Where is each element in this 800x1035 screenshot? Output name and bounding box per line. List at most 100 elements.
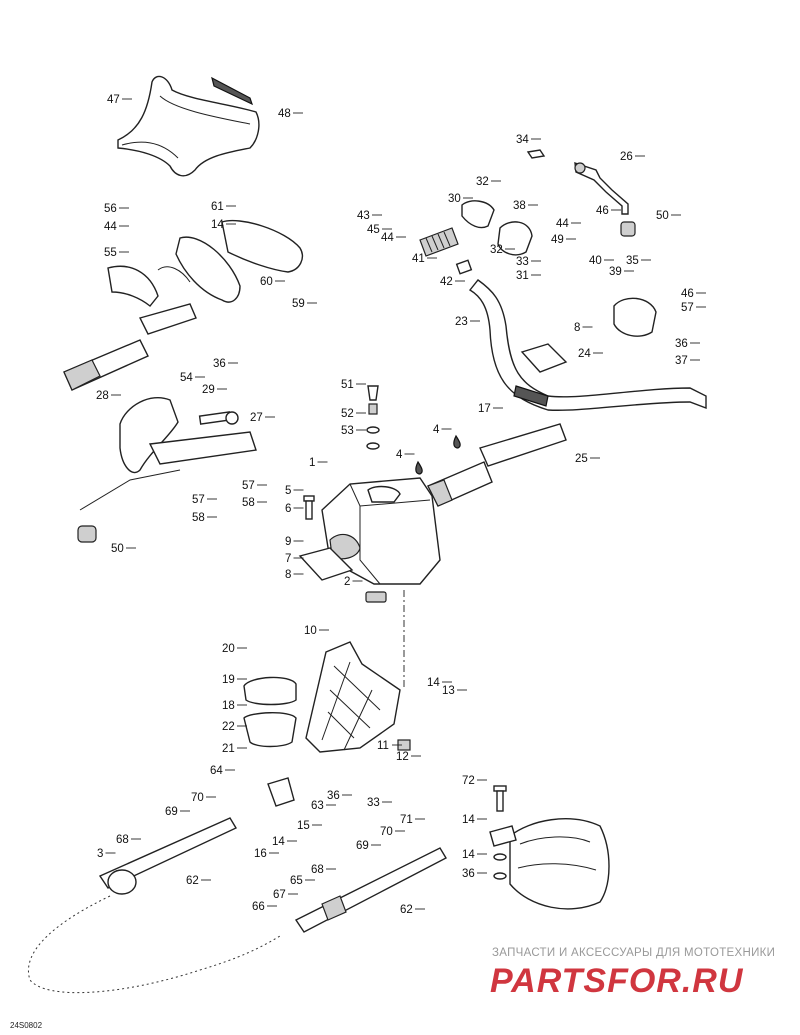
callout-42: 42 <box>440 276 453 288</box>
callout-36: 36 <box>327 790 340 802</box>
callout-8: 8 <box>574 322 580 334</box>
watermark-logo: PARTSFOR.RU <box>490 962 744 1000</box>
steering-cable-2 <box>294 847 447 933</box>
callout-53: 53 <box>341 425 354 437</box>
callout-32: 32 <box>476 176 489 188</box>
callout-54: 54 <box>180 372 193 384</box>
callout-19: 19 <box>222 674 235 686</box>
clip <box>526 149 546 159</box>
watermark-tagline: ЗАПЧАСТИ И АКСЕССУАРЫ ДЛЯ МОТОТЕХНИКИ <box>492 947 775 959</box>
callout-30: 30 <box>448 193 461 205</box>
callout-57: 57 <box>192 494 205 506</box>
callout-62: 62 <box>400 904 413 916</box>
steering-column-housing <box>321 477 441 585</box>
callout-4: 4 <box>433 424 440 436</box>
callout-15: 15 <box>297 820 310 832</box>
jet-pump-nozzle <box>489 818 610 910</box>
callout-20: 20 <box>222 643 235 655</box>
callout-70: 70 <box>380 826 393 838</box>
nut-36 <box>493 872 507 880</box>
support-bracket <box>305 641 401 753</box>
callout-69: 69 <box>165 806 178 818</box>
callout-46: 46 <box>596 205 609 217</box>
watermark: ЗАПЧАСТИ И АКСЕССУАРЫ ДЛЯ МОТОТЕХНИКИ PA… <box>490 947 775 1000</box>
callout-33: 33 <box>516 256 529 268</box>
callout-52: 52 <box>341 408 354 420</box>
callout-63: 63 <box>311 800 324 812</box>
callout-33: 33 <box>367 797 380 809</box>
left-switch-housing <box>107 265 159 307</box>
callout-59: 59 <box>292 298 305 310</box>
throttle-housing <box>497 221 533 256</box>
washer-14 <box>493 853 507 861</box>
callout-25: 25 <box>575 453 588 465</box>
callout-50: 50 <box>111 543 124 555</box>
callout-3: 3 <box>97 848 103 860</box>
callout-21: 21 <box>222 743 235 755</box>
callout-44: 44 <box>381 232 394 244</box>
callout-64: 64 <box>210 765 223 777</box>
callout-72: 72 <box>462 775 475 787</box>
throttle-rod <box>574 161 629 215</box>
callout-58: 58 <box>192 512 205 524</box>
pad <box>365 591 387 603</box>
right-handle-housing <box>157 219 304 303</box>
callout-46: 46 <box>681 288 694 300</box>
callout-49: 49 <box>551 234 564 246</box>
callout-14: 14 <box>462 849 475 861</box>
right-grip-assembly <box>427 423 567 507</box>
callout-35: 35 <box>626 255 639 267</box>
callout-29: 29 <box>202 384 215 396</box>
callout-6: 6 <box>285 503 291 515</box>
callout-40: 40 <box>589 255 602 267</box>
callout-13: 13 <box>442 685 455 697</box>
part-drawings <box>28 75 707 994</box>
callout-23: 23 <box>455 316 468 328</box>
grease-drop-2 <box>415 460 423 475</box>
callout-11: 11 <box>377 740 389 752</box>
callout-5: 5 <box>285 485 291 497</box>
callout-32: 32 <box>490 244 503 256</box>
handlebar <box>468 279 707 411</box>
callout-7: 7 <box>285 553 291 565</box>
callout-12: 12 <box>396 751 409 763</box>
lower-clamp-half <box>243 712 297 748</box>
callout-1: 1 <box>309 457 315 469</box>
sleeve <box>455 259 473 275</box>
callout-14: 14 <box>211 219 224 231</box>
handlebar-clamp <box>520 343 568 373</box>
callout-60: 60 <box>260 276 273 288</box>
callout-61: 61 <box>211 201 224 213</box>
handlebar-cover-pad <box>117 75 260 177</box>
bolt-stack <box>366 385 380 450</box>
callout-9: 9 <box>285 536 291 548</box>
callout-2: 2 <box>344 576 350 588</box>
callout-8: 8 <box>285 569 291 581</box>
logo-strip <box>211 76 254 106</box>
boot <box>620 221 636 237</box>
bolt-5 <box>303 495 315 520</box>
callout-70: 70 <box>191 792 204 804</box>
callout-31: 31 <box>516 270 529 282</box>
cable-path <box>28 895 281 994</box>
left-grip-assembly <box>63 303 197 391</box>
upper-clamp-half <box>243 676 297 706</box>
callout-22: 22 <box>222 721 235 733</box>
figure-code: 24S0802 <box>10 1021 43 1030</box>
callout-37: 37 <box>675 355 688 367</box>
plate <box>298 547 354 581</box>
grease-drop-1 <box>453 434 461 449</box>
callout-71: 71 <box>400 814 413 826</box>
callout-50: 50 <box>656 210 669 222</box>
callout-55: 55 <box>104 247 117 259</box>
left-grip <box>419 227 459 257</box>
callout-27: 27 <box>250 412 263 424</box>
callout-16: 16 <box>254 848 267 860</box>
callout-39: 39 <box>609 266 622 278</box>
callout-41: 41 <box>412 253 425 265</box>
steering-cable-1 <box>98 817 237 895</box>
callout-67: 67 <box>273 889 286 901</box>
callout-14: 14 <box>462 814 475 826</box>
